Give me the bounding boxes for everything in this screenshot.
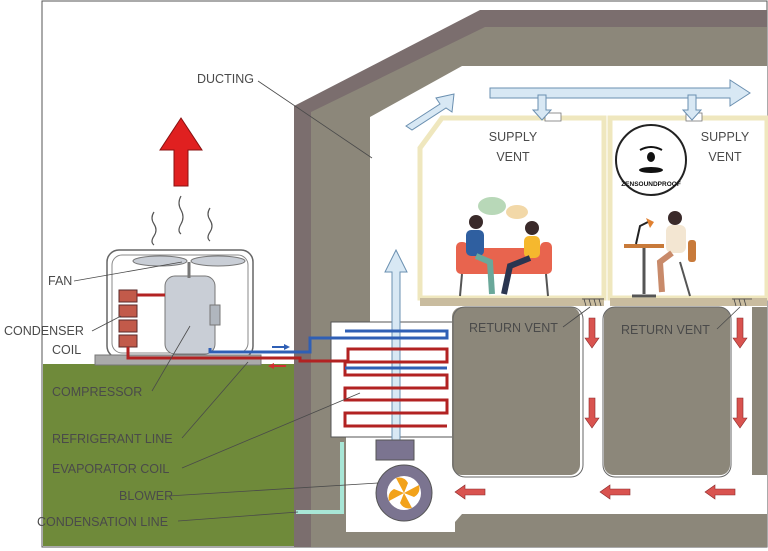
wall-block-2	[604, 307, 730, 475]
label-supply-vent-2-line1: SUPPLY	[701, 130, 750, 144]
refrigerant-flow-arrows	[268, 344, 290, 369]
label-condenser-line1: CONDENSER	[4, 324, 84, 338]
person-at-desk-illustration	[624, 211, 696, 298]
label-return-vent-1: RETURN VENT	[469, 321, 558, 335]
couple-on-sofa-illustration	[456, 197, 552, 297]
refrigerant-lines	[126, 293, 449, 428]
leader-condenser-coil	[91, 315, 122, 332]
duct-outline-lower	[452, 306, 584, 478]
supply-air-arrows	[384, 79, 751, 441]
return-vent-grilles	[582, 298, 752, 307]
floor-1	[420, 298, 604, 306]
label-refrigerant-line: REFRIGERANT LINE	[52, 432, 173, 446]
duct-outline-lower-2	[602, 306, 732, 478]
leader-compressor	[151, 325, 191, 392]
label-supply-vent-2-line2: VENT	[708, 150, 742, 164]
label-compressor: COMPRESSOR	[52, 385, 142, 399]
label-supply-vent-1-line2: VENT	[496, 150, 530, 164]
leader-return-vent-2	[716, 306, 741, 330]
label-blower: BLOWER	[119, 489, 173, 503]
condenser-unit	[94, 249, 262, 366]
label-condenser-line2: COIL	[52, 343, 81, 357]
wall-block-3	[752, 307, 767, 475]
leader-return-vent-1	[562, 306, 591, 328]
condensation-line	[296, 442, 344, 514]
logo-text: ZENSOUNDPROOF	[621, 181, 681, 188]
label-evaporator-coil: EVAPORATOR COIL	[52, 462, 169, 476]
leader-fan	[73, 261, 183, 282]
blower	[375, 439, 433, 522]
label-fan: FAN	[48, 274, 72, 288]
floor-2	[610, 298, 767, 306]
label-supply-vent-1-line1: SUPPLY	[489, 130, 538, 144]
heat-exhaust-arrow	[159, 117, 203, 187]
leader-condensation-line	[177, 511, 299, 522]
leader-refrigerant-line	[181, 361, 249, 439]
return-air-arrows	[454, 317, 748, 500]
leader-ducting	[257, 80, 373, 159]
wall-block-1	[452, 307, 580, 475]
label-ducting: DUCTING	[197, 72, 254, 86]
leader-blower	[167, 482, 379, 497]
heat-waves	[151, 195, 213, 246]
zensoundproof-logo: ZENSOUNDPROOF	[615, 124, 687, 196]
label-condensation-line: CONDENSATION LINE	[37, 515, 168, 529]
condenser-coil-icon	[118, 289, 138, 348]
leader-evaporator-coil	[181, 392, 361, 469]
label-return-vent-2: RETURN VENT	[621, 323, 710, 337]
